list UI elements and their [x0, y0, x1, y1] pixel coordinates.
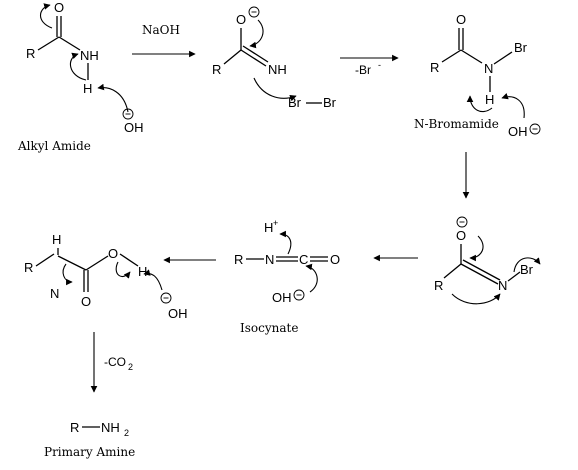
caption-isocynate: Isocynate [240, 321, 298, 335]
bromo-anion-o-charge [456, 216, 468, 228]
anion-o-label: O [236, 12, 246, 27]
anion-cn-bond-b [242, 45, 269, 63]
curly-arrow-iso-h [279, 230, 292, 255]
iso-o-label: O [330, 252, 340, 267]
amide-h-label: H [83, 81, 92, 96]
anion-cn-bond-a [240, 49, 267, 67]
anion-c-r-bond [223, 49, 242, 65]
bromamide-h-label: H [485, 92, 494, 107]
anion-r-label: R [212, 62, 221, 77]
reagent-naoh: NaOH [142, 23, 180, 37]
hydroxide-4-label: OH [168, 306, 188, 321]
bromamide-c-n-bond [460, 49, 483, 64]
anion-nh-label: NH [268, 62, 287, 77]
amide-nh-label: NH [80, 48, 99, 63]
bromo-anion-cn-bond-a [460, 263, 499, 285]
hydroxide-charge-2 [529, 123, 541, 135]
amide-o-label: O [54, 0, 64, 15]
bromamide-br-label: Br [514, 40, 528, 55]
c-n-bond [58, 36, 81, 51]
reagent-minus-co2-sub: 2 [128, 362, 133, 372]
reaction-arrow-2: -Br - [340, 54, 399, 77]
c-r-bond [37, 36, 60, 51]
curly-arrow-bromo-o [469, 235, 484, 262]
curly-arrow-bromamide-nh [466, 95, 493, 113]
iso-hplus-charge: + [273, 218, 278, 228]
carb-r-label: R [24, 260, 33, 275]
amine-r-label: R [70, 420, 79, 435]
amine-nh-label: NH [101, 420, 120, 435]
reaction-arrow-1: NaOH [132, 23, 196, 58]
amide-r-label: R [26, 46, 35, 61]
curly-arrow-carb-oh [115, 261, 131, 279]
curly-arrow-nh [69, 52, 87, 81]
hydroxide-charge-4 [160, 292, 172, 304]
hydroxide-charge-3 [293, 289, 305, 301]
bromo-anion-br-label: Br [520, 262, 534, 277]
carb-n-label: N [50, 286, 59, 301]
bromo-anion-c-r-bond [443, 263, 462, 279]
br2-left-label: Br [288, 95, 302, 110]
br2-right-label: Br [323, 95, 337, 110]
hydroxide-charge-1 [122, 108, 134, 120]
hydroxide-2-label: OH [508, 124, 528, 139]
carb-r-c-bond [35, 253, 55, 267]
bromo-anion-n-br-bond [507, 271, 521, 282]
curly-arrow-co [39, 3, 53, 29]
curly-arrow-iso-oh [305, 263, 318, 293]
bromo-anion-n-label: N [498, 278, 507, 293]
carb-o-label: O [108, 246, 118, 261]
carb-h-right-label: H [138, 264, 147, 279]
caption-n-bromamide: N-Bromamide [414, 117, 499, 131]
curly-arrow-carb-n [62, 263, 73, 286]
reagent-minus-br-sup: - [378, 60, 381, 70]
bromo-anion-cn-bond-b [462, 259, 501, 281]
carbamic-acid: R H N O H O OH [24, 232, 188, 321]
carb-o-bottom-label: O [81, 294, 91, 309]
curly-arrow-bromo-r [451, 293, 501, 305]
iso-c-label: C [299, 252, 308, 267]
anion-o-charge [248, 6, 260, 18]
reagent-minus-co2: -CO [104, 355, 126, 369]
hydroxide-3-label: OH [272, 290, 292, 305]
curly-arrow-carb-base [143, 269, 163, 291]
caption-alkyl-amide: Alkyl Amide [17, 139, 91, 153]
amide-anion: O R NH Br Br [212, 6, 337, 110]
alkyl-amide: O R NH H OH Alkyl Amide [17, 0, 144, 153]
curly-arrow-bromamide-base [501, 92, 525, 119]
bromamide-r-label: R [430, 60, 439, 75]
caption-primary-amine: Primary Amine [44, 445, 135, 459]
carb-h-top-label: H [52, 232, 61, 247]
carb-o-h-bond [119, 253, 139, 267]
n-bromo-anion: O R N Br [434, 216, 541, 305]
isocyanate: R N C O H + OH Isocynate [234, 218, 340, 335]
bromamide-c-r-bond [441, 49, 462, 63]
bromo-anion-o-label: O [456, 228, 466, 243]
amine-nh-sub: 2 [124, 428, 129, 438]
curly-arrow-anion-n [253, 77, 297, 102]
curly-arrow-base [97, 83, 129, 113]
carb-c-c-bond [57, 255, 87, 271]
n-bromamide: O R N Br H N-Bromamide OH [414, 12, 541, 139]
iso-n-label: N [265, 252, 274, 267]
hydroxide-1-label: OH [124, 120, 144, 135]
bromamide-o-label: O [456, 12, 466, 27]
bromo-anion-r-label: R [434, 278, 443, 293]
bromamide-n-br-bond [493, 51, 513, 65]
reagent-minus-br: -Br [355, 63, 371, 77]
bromamide-n-label: N [484, 61, 493, 76]
carb-c-o-single [85, 255, 109, 271]
curly-arrow-bromo-br [513, 257, 541, 273]
reaction-arrow-6: -CO 2 [90, 332, 133, 393]
iso-hplus-label: H [264, 220, 273, 235]
curly-arrow-anion-o [249, 19, 264, 49]
primary-amine: R NH 2 Primary Amine [44, 420, 135, 459]
iso-r-label: R [234, 252, 243, 267]
